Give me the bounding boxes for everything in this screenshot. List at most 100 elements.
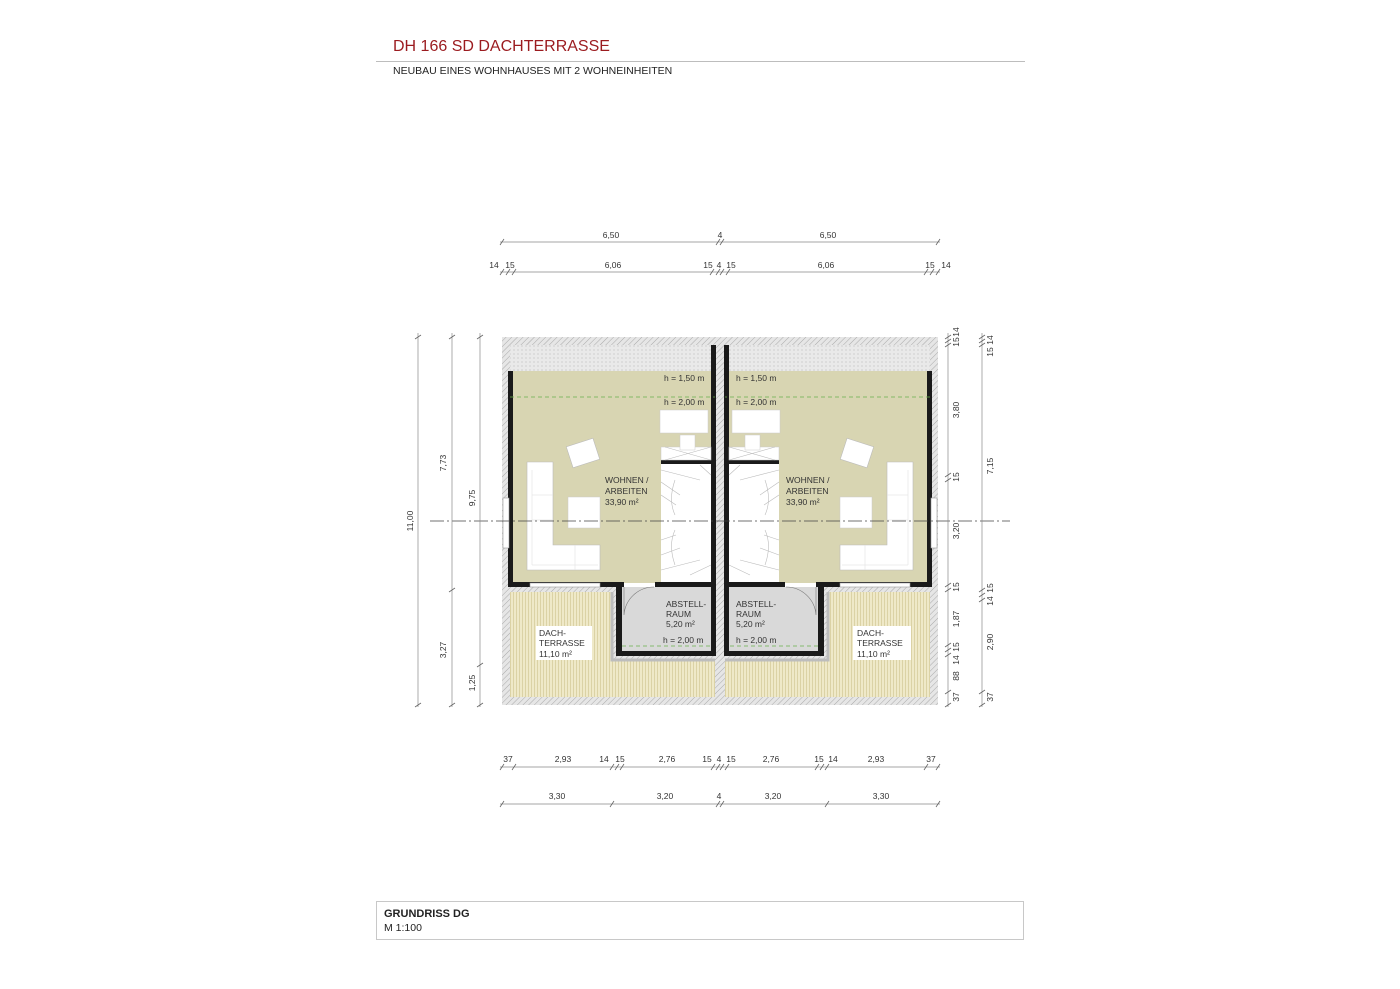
drawing-scale: M 1:100 [384,922,422,934]
dim-tick [715,763,721,771]
room-name: DACH- [857,628,884,638]
dim-label: 14 [985,335,995,345]
height-label: h = 2,00 m [663,635,703,645]
room-name: RAUM [666,609,691,619]
dim-tick [944,642,952,648]
dim-label: 4 [717,260,722,270]
dim-label: 6,50 [603,230,620,240]
dim-tick [709,268,715,276]
dim-tick [619,763,625,771]
dim-tick [944,652,952,658]
height-label: h = 1,50 m [664,373,704,383]
dim-label: 37 [985,692,995,702]
dimension-ticks [414,238,986,808]
dim-tick [448,587,456,593]
dim-tick [944,582,952,588]
dim-tick [944,477,952,483]
room-area: 33,90 m² [605,497,639,507]
height-label: h = 2,00 m [664,397,704,407]
dim-tick [476,334,484,340]
height-label: h = 1,50 m [736,373,776,383]
dim-label: 14 [985,596,995,606]
dim-tick [944,702,952,708]
dim-tick [448,334,456,340]
dim-tick [609,800,615,808]
dim-tick [511,763,517,771]
dim-label: 7,15 [985,457,995,474]
dim-tick [719,268,725,276]
dim-label: 14 [828,754,838,764]
dim-tick [505,268,511,276]
room-name: ARBEITEN [605,486,648,496]
room-name: TERRASSE [857,638,903,648]
dim-label: 3,20 [765,791,782,801]
dimension-labels: 6,50 4 6,50 14 15 6,06 15 4 15 6,06 15 1… [405,230,995,801]
dim-label: 3,27 [438,641,448,658]
dim-label: 1,87 [951,610,961,627]
dim-tick [448,702,456,708]
dim-label: 15 [726,754,736,764]
dim-tick [715,238,721,246]
dim-label: 3,30 [549,791,566,801]
dim-label: 15 [702,754,712,764]
dim-tick [499,238,505,246]
dim-label: 15 [985,583,995,593]
room-area: 5,20 m² [666,619,695,629]
dim-tick [944,342,952,348]
dim-tick [935,268,941,276]
dim-label: 37 [951,692,961,702]
dim-label: 15 [726,260,736,270]
dim-label: 15 [814,754,824,764]
page-subtitle: NEUBAU EINES WOHNHAUSES MIT 2 WOHNEINHEI… [393,65,673,77]
room-name: ABSTELL- [736,599,776,609]
dim-tick [499,800,505,808]
dim-tick [824,763,830,771]
dim-tick [614,763,620,771]
dim-tick [944,587,952,593]
dim-tick [609,763,615,771]
dim-tick [724,763,730,771]
dim-label: 9,75 [467,489,477,506]
dim-label: 37 [503,754,513,764]
dim-label: 2,93 [868,754,885,764]
dim-tick [944,647,952,653]
room-name: TERRASSE [539,638,585,648]
room-name: WOHNEN / [786,475,830,485]
dim-tick [923,763,929,771]
dim-tick [923,268,929,276]
dim-tick [978,689,986,695]
dim-tick [814,763,820,771]
dim-label: 4 [718,230,723,240]
dim-label: 4 [717,791,722,801]
header-divider [376,61,1025,62]
dim-label: 15 [951,472,961,482]
dim-tick [944,472,952,478]
room-area: 11,10 m² [857,649,890,659]
dim-tick [476,662,484,668]
dim-tick [719,800,725,808]
room-name: RAUM [736,609,761,619]
dim-tick [819,763,825,771]
dim-tick [978,334,986,340]
dim-label: 15 [951,337,961,347]
dim-tick [715,800,721,808]
dim-label: 14 [951,327,961,337]
dim-label: 3,20 [657,791,674,801]
room-labels: WOHNEN / ARBEITEN 33,90 m² WOHNEN / ARBE… [536,373,911,660]
title-block: GRUNDRISS DG M 1:100 [376,901,1024,940]
dim-tick [935,800,941,808]
dim-label: 15 [615,754,625,764]
dim-tick [414,702,422,708]
room-area: 33,90 m² [786,497,820,507]
room-name: DACH- [539,628,566,638]
dim-label: 3,30 [873,791,890,801]
page-title: DH 166 SD DACHTERRASSE [393,38,610,55]
room-name: ARBEITEN [786,486,829,496]
dim-label: 15 [925,260,935,270]
dim-label: 15 [951,582,961,592]
dim-tick [710,763,716,771]
dim-label: 37 [926,754,936,764]
dim-tick [935,763,941,771]
dim-label: 6,06 [605,260,622,270]
